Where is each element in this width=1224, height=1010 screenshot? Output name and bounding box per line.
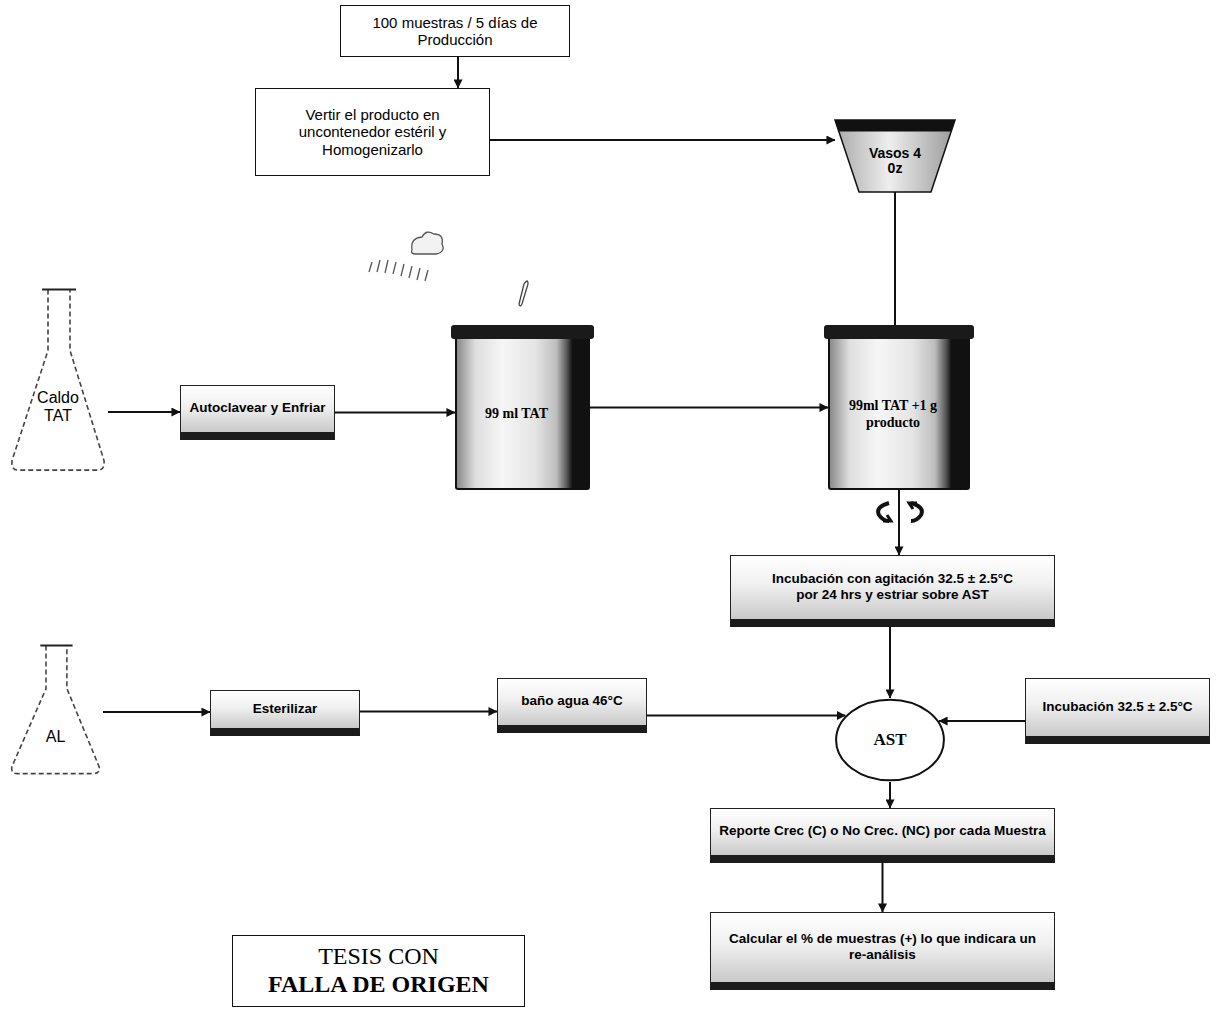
node-text: TESIS CON (318, 943, 439, 971)
process-box: baño agua 46°C (497, 678, 647, 733)
node-text: Vasos 4 0z (863, 146, 927, 177)
node-text: 99ml TAT +1 g producto (841, 398, 945, 432)
flask-outline (8, 640, 103, 775)
jar-lid (451, 325, 594, 339)
process-box: Reporte Crec (C) o No Crec. (NC) por cad… (710, 808, 1055, 863)
flask-shape: Caldo TAT (8, 282, 108, 472)
flow-arrow (898, 490, 900, 555)
node-text: 100 muestras / 5 días de Producción (349, 14, 561, 49)
flow-arrow (103, 711, 210, 713)
process-box: Esterilizar (210, 690, 360, 736)
process-box: Incubación 32.5 ± 2.5°C (1025, 678, 1210, 744)
flask-outline (8, 282, 108, 472)
node-text: Vertir el producto en uncontenedor estér… (264, 106, 481, 158)
flow-arrow (939, 720, 1025, 722)
node-text: Caldo TAT (29, 389, 87, 426)
node-text: AL (46, 728, 66, 746)
flask-shape: AL (8, 640, 103, 775)
node-text: Calcular el % de muestras (+) lo que ind… (719, 931, 1046, 963)
node-text: Incubación 32.5 ± 2.5°C (1042, 699, 1192, 715)
result-box: Calcular el % de muestras (+) lo que ind… (710, 912, 1055, 990)
medium-circle: AST (835, 698, 945, 782)
process-box: Autoclavear y Enfriar (180, 385, 335, 440)
process-box: Vertir el producto en uncontenedor estér… (255, 88, 490, 176)
flow-arrow (889, 627, 891, 698)
flow-arrow (490, 139, 835, 141)
rain-cloud-icon (369, 232, 443, 281)
node-text: Incubación con agitación 32.5 ± 2.5°C (772, 571, 1013, 587)
jar-lid (824, 325, 974, 339)
flow-arrow (590, 407, 828, 409)
flow-arrow (889, 782, 891, 808)
jar-shape: 99 ml TAT (455, 325, 590, 490)
cup-shape: Vasos 4 0z (835, 120, 955, 192)
node-text: Esterilizar (253, 701, 318, 717)
flow-arrow (457, 57, 459, 88)
flow-arrow (882, 863, 884, 912)
node-text: 99 ml TAT (485, 406, 548, 423)
stamp-box: TESIS CONFALLA DE ORIGEN (232, 935, 525, 1007)
node-text: AST (873, 730, 906, 750)
node-text: baño agua 46°C (521, 693, 622, 709)
node-text: FALLA DE ORIGEN (268, 971, 489, 999)
flow-arrow (360, 711, 497, 713)
node-text: por 24 hrs y estriar sobre AST (796, 587, 988, 603)
flow-arrow (894, 192, 896, 325)
jar-shape: 99ml TAT +1 g producto (828, 325, 970, 490)
start-box: 100 muestras / 5 días de Producción (340, 5, 570, 57)
flow-arrow (335, 412, 455, 414)
node-text: Reporte Crec (C) o No Crec. (NC) por cad… (719, 823, 1045, 839)
node-text: Autoclavear y Enfriar (190, 400, 326, 416)
pipette-drop-icon (519, 281, 528, 306)
process-box: Incubación con agitación 32.5 ± 2.5°Cpor… (730, 555, 1055, 627)
flow-arrow (108, 411, 180, 413)
flow-arrow (647, 715, 845, 717)
